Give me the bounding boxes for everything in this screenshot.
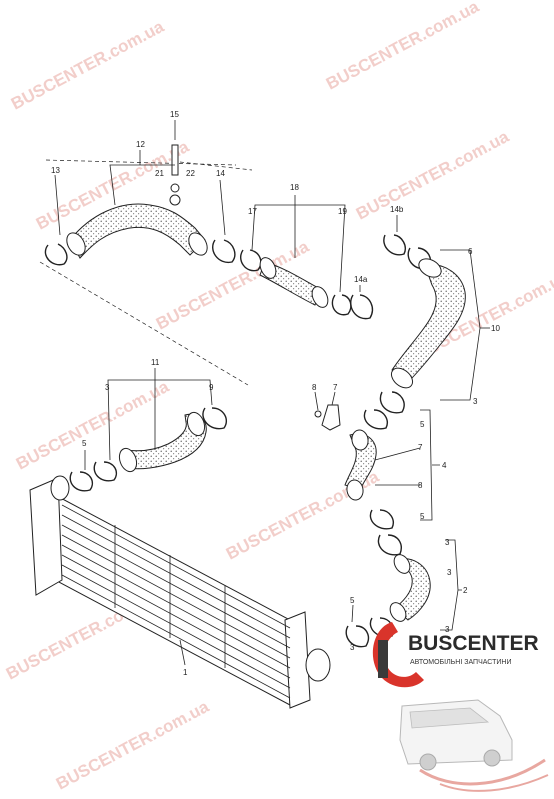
hose-clamp-3-upper xyxy=(379,391,405,414)
leader-lines xyxy=(54,120,490,666)
callout-14: 14 xyxy=(216,169,225,178)
hose-clamp-14b xyxy=(383,234,406,256)
callout-6: 6 xyxy=(468,247,473,256)
charge-air-hose-10 xyxy=(391,264,466,381)
watermark-text: BUSCENTER.com.ua xyxy=(353,127,513,224)
callout-3: 3 xyxy=(350,643,355,652)
callout-5: 5 xyxy=(350,596,355,605)
bolt-15 xyxy=(171,144,179,176)
logo-brand-text: BUSCENTER xyxy=(408,632,539,655)
hose-clamp-3-left xyxy=(93,461,118,482)
upper-middle-hose-assembly xyxy=(240,249,374,320)
nut-22 xyxy=(169,194,181,206)
callout-3: 3 xyxy=(473,397,478,406)
callout-3: 3 xyxy=(445,538,450,547)
callout-7: 7 xyxy=(333,383,338,392)
charge-air-hose-11 xyxy=(125,413,207,470)
hose-clamp-9 xyxy=(202,407,228,430)
sensor-bolt-8 xyxy=(314,410,322,418)
callout-12: 12 xyxy=(136,140,145,149)
callout-13: 13 xyxy=(51,166,60,175)
intermediate-pipe-4 xyxy=(344,433,377,491)
lower-right-hose-assembly xyxy=(345,554,431,648)
hose-clamp-5-a xyxy=(363,409,388,430)
callout-3: 3 xyxy=(447,568,452,577)
callout-8: 8 xyxy=(312,383,317,392)
callout-3: 3 xyxy=(445,625,450,634)
mid-pipe-assembly xyxy=(314,404,402,556)
callout-18: 18 xyxy=(290,183,299,192)
logo-bar xyxy=(378,640,388,678)
upper-left-pipe-assembly xyxy=(44,144,236,266)
watermark-text: BUSCENTER.com.ua xyxy=(8,17,168,114)
logo-tagline-text: АВТОМОБІЛЬНІ ЗАПЧАСТИНИ xyxy=(410,659,511,666)
hose-clamp-14 xyxy=(212,239,236,264)
callout-1: 1 xyxy=(183,668,188,677)
hose-clamp-5-d xyxy=(69,471,94,492)
hose-clamp-19 xyxy=(331,294,352,316)
left-mid-hose-assembly xyxy=(69,407,228,492)
group-boundary-lines xyxy=(39,159,253,386)
callout-11: 11 xyxy=(151,358,160,367)
callout-3: 3 xyxy=(105,383,110,392)
callout-15: 15 xyxy=(170,110,179,119)
callout-9: 9 xyxy=(209,383,214,392)
callout-17: 17 xyxy=(248,207,257,216)
right-upper-hose-assembly xyxy=(379,234,466,414)
callout-labels: 1 2 3 3 3 3 3 3 4 5 5 5 5 6 7 7 8 8 9 10… xyxy=(51,110,500,677)
callout-7: 7 xyxy=(418,443,423,452)
callout-5: 5 xyxy=(82,439,87,448)
callout-8: 8 xyxy=(418,481,423,490)
callout-21: 21 xyxy=(155,169,164,178)
watermark-text: BUSCENTER.com.ua xyxy=(53,697,213,794)
hose-clamp-5-c xyxy=(345,625,370,648)
washer-21 xyxy=(170,183,180,193)
hose-clamp-13 xyxy=(44,243,68,266)
callout-22: 22 xyxy=(186,169,195,178)
watermark-text: BUSCENTER.com.ua xyxy=(323,0,483,94)
pressure-sensor-7 xyxy=(321,404,341,431)
hose-clamp-5-b xyxy=(369,509,394,530)
hose-clamp-3-mid xyxy=(377,534,402,556)
hose-clamp-17 xyxy=(240,249,262,272)
callout-4: 4 xyxy=(442,461,447,470)
hose-clamp-14a xyxy=(350,294,374,320)
callout-10: 10 xyxy=(491,324,500,333)
callout-2: 2 xyxy=(463,586,468,595)
buscenter-logo: BUSCENTER АВТОМОБІЛЬНІ ЗАПЧАСТИНИ xyxy=(372,622,549,792)
intercooler-fins xyxy=(61,504,291,699)
callout-14b: 14b xyxy=(390,205,404,214)
intercooler-1 xyxy=(29,475,331,709)
callout-19: 19 xyxy=(338,207,347,216)
charge-air-pipe-12 xyxy=(69,203,206,259)
callout-5: 5 xyxy=(420,512,425,521)
callout-5: 5 xyxy=(420,420,425,429)
callout-14a: 14a xyxy=(354,275,368,284)
